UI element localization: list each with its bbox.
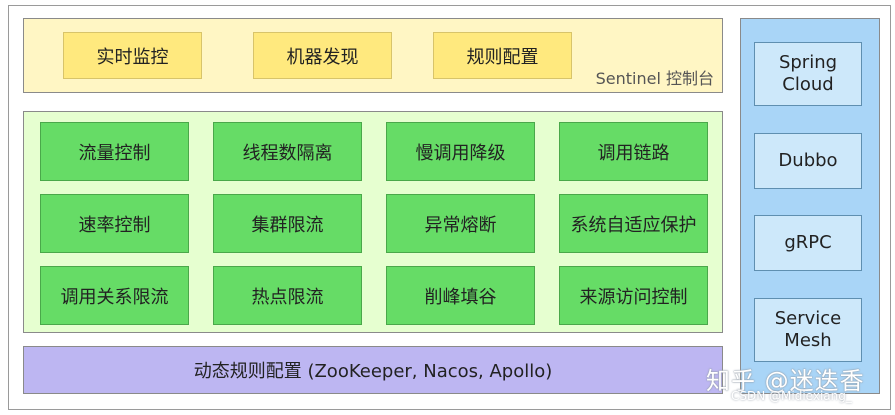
framework-spring-cloud: Spring Cloud (754, 42, 862, 106)
feature-flow-control: 流量控制 (40, 122, 189, 181)
framework-service-mesh: Service Mesh (754, 298, 862, 362)
dynamic-rule-config-label: 动态规则配置 (ZooKeeper, Nacos, Apollo) (193, 361, 553, 382)
feature-relation-limit: 调用关系限流 (40, 266, 189, 325)
sentinel-dashboard-label: Sentinel 控制台 (595, 69, 714, 88)
framework-dubbo: Dubbo (754, 133, 862, 189)
feature-cluster-limit: 集群限流 (213, 194, 362, 253)
csdn-watermark: CSDN @Midiexiang_ (731, 389, 852, 403)
feature-origin-access-control: 来源访问控制 (559, 266, 708, 325)
feature-peak-shaving: 削峰填谷 (386, 266, 535, 325)
feature-call-chain: 调用链路 (559, 122, 708, 181)
feature-slow-call-degrade: 慢调用降级 (386, 122, 535, 181)
zhihu-watermark: 知乎 @迷迭香 (706, 367, 865, 395)
framework-grpc: gRPC (754, 215, 862, 271)
feature-hotspot-limit: 热点限流 (213, 266, 362, 325)
feature-system-adaptive-protection: 系统自适应保护 (559, 194, 708, 253)
sentinel-item-machine-discovery: 机器发现 (253, 32, 392, 79)
sentinel-item-rule-config: 规则配置 (433, 32, 572, 79)
feature-thread-isolation: 线程数隔离 (213, 122, 362, 181)
feature-rate-control: 速率控制 (40, 194, 189, 253)
sentinel-item-realtime-monitoring: 实时监控 (63, 32, 202, 79)
feature-exception-circuit-break: 异常熔断 (386, 194, 535, 253)
dynamic-rule-config-panel: 动态规则配置 (ZooKeeper, Nacos, Apollo) (23, 346, 723, 394)
